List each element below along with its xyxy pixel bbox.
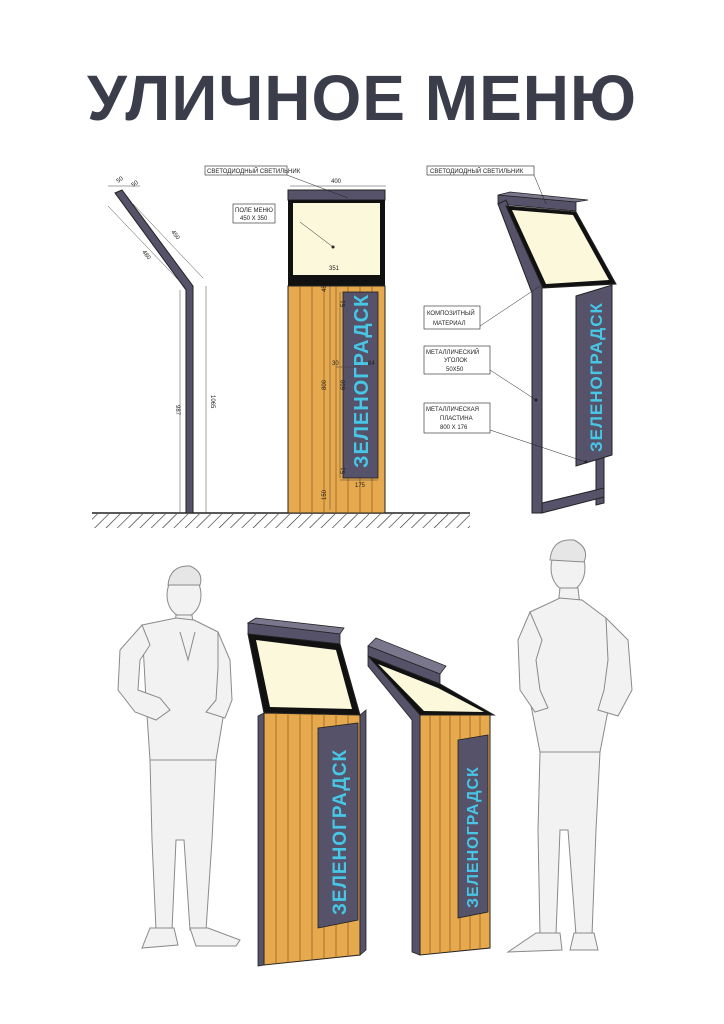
kiosk-right-3d: ЗЕЛЕНОГРАДСК <box>367 637 496 956</box>
svg-text:ПЛАСТИНА: ПЛАСТИНА <box>440 416 473 422</box>
isometric-view: ЗЕЛЕНОГРАДСК <box>497 191 617 514</box>
dim-front-175: 175 <box>355 483 366 489</box>
person-left <box>117 565 241 949</box>
dim-front-30: 30 <box>332 361 339 367</box>
svg-text:УГОЛОК: УГОЛОК <box>444 358 468 364</box>
dim-front-51-top: 51 <box>341 300 347 307</box>
svg-text:МЕТАЛЛИЧЕСКИЙ: МЕТАЛЛИЧЕСКИЙ <box>426 348 479 356</box>
dim-side-height-inner: 987 <box>174 405 180 416</box>
dim-front-84: 84 <box>368 361 375 367</box>
callout-metal-angle: МЕТАЛЛИЧЕСКИЙ УГОЛОК 50Х50 <box>423 345 538 402</box>
svg-text:МАТЕРИАЛ: МАТЕРИАЛ <box>433 321 466 327</box>
sign-text-front: ЗЕЛЕНОГРАДСК <box>351 294 373 468</box>
svg-text:450 Х 350: 450 Х 350 <box>240 216 268 222</box>
sign-plate-front <box>342 291 379 479</box>
sign-text-kiosk-left: ЗЕЛЕНОГРАДСК <box>330 749 351 915</box>
svg-text:СВЕТОДИОДНЫЙ СВЕТИЛЬНИК: СВЕТОДИОДНЫЙ СВЕТИЛЬНИК <box>430 167 524 175</box>
dim-front-698: 698 <box>341 379 347 390</box>
sign-text-iso: ЗЕЛЕНОГРАДСК <box>587 302 606 452</box>
dim-front-width: 400 <box>331 179 342 185</box>
menu-field <box>293 203 380 275</box>
svg-text:КОМПОЗИТНЫЙ: КОМПОЗИТНЫЙ <box>427 309 475 317</box>
page-title: УЛИЧНОЕ МЕНЮ <box>87 62 637 134</box>
dim-side-slope-inner: 480 <box>140 250 151 262</box>
person-right <box>506 539 633 953</box>
callout-metal-plate: МЕТАЛЛИЧЕСКАЯ ПЛАСТИНА 800 Х 176 <box>423 402 588 464</box>
sign-text-kiosk-right: ЗЕЛЕНОГРАДСК <box>465 766 482 908</box>
front-view: 400 351 ЗЕЛЕНОГРАДСК 45 51 30 84 800 <box>287 179 386 514</box>
callout-composite: КОМПОЗИТНЫЙ МАТЕРИАЛ <box>423 285 541 330</box>
svg-text:ПОЛЕ МЕНЮ: ПОЛЕ МЕНЮ <box>235 208 273 214</box>
callout-led-side: СВЕТОДИОДНЫЙ СВЕТИЛЬНИК <box>426 165 547 205</box>
ground <box>92 512 470 528</box>
dim-side-height-outer: 1065 <box>209 395 215 409</box>
callout-menu-field: ПОЛЕ МЕНЮ 450 Х 350 <box>232 203 276 224</box>
dim-front-45: 45 <box>322 285 328 292</box>
svg-text:МЕТАЛЛИЧЕСКАЯ: МЕТАЛЛИЧЕСКАЯ <box>426 407 479 413</box>
led-lamp-front <box>287 189 386 201</box>
dim-side-slope-outer: 450 <box>169 230 180 242</box>
dim-front-150: 150 <box>322 489 328 500</box>
svg-text:800 Х 176: 800 Х 176 <box>440 425 468 431</box>
dim-side-top-b: 50 <box>131 180 140 189</box>
callout-led-front: СВЕТОДИОДНЫЙ СВЕТИЛЬНИК <box>204 165 349 199</box>
dim-front-51-bottom: 51 <box>341 467 347 474</box>
svg-text:50Х50: 50Х50 <box>446 367 464 373</box>
side-profile: 50 50 450 480 987 1065 <box>107 176 215 514</box>
svg-text:СВЕТОДИОДНЫЙ СВЕТИЛЬНИК: СВЕТОДИОДНЫЙ СВЕТИЛЬНИК <box>207 167 301 175</box>
dim-front-inner-width: 351 <box>329 266 340 272</box>
dim-front-800: 800 <box>322 379 328 390</box>
dim-side-top-a: 50 <box>116 176 125 185</box>
kiosk-left-3d: ЗЕЛЕНОГРАДСК <box>246 617 367 967</box>
